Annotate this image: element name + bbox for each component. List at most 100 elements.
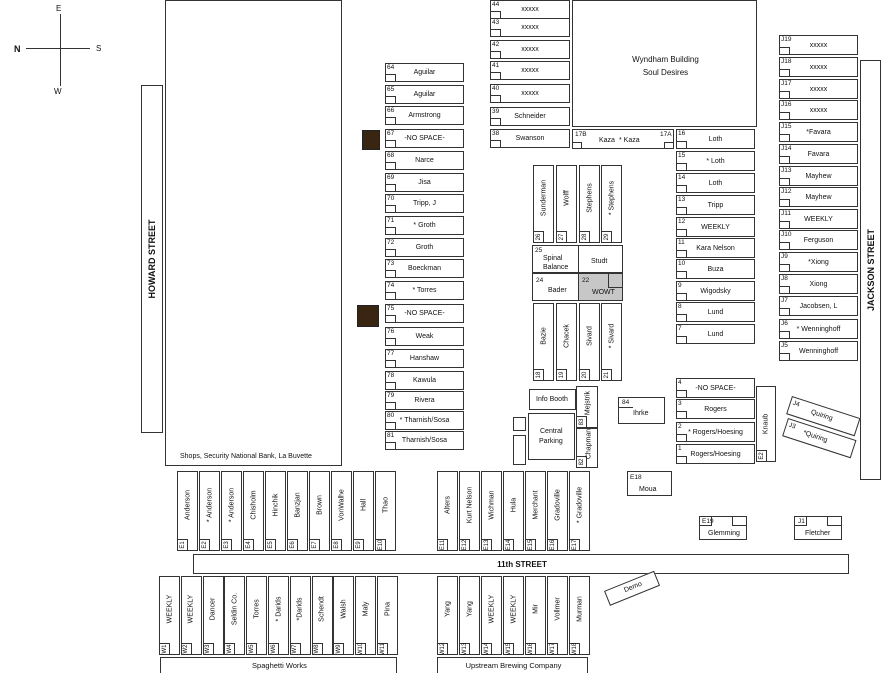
booth-j1[interactable]: J1 Fletcher: [794, 516, 842, 540]
booth-83[interactable]: Mejstrik 83: [576, 386, 598, 428]
booth-studt[interactable]: Studt: [578, 245, 623, 273]
info-booth[interactable]: Info Booth: [529, 389, 576, 410]
left-column-booth[interactable]: 75-NO SPACE-: [385, 304, 464, 323]
right-column-booth[interactable]: 15* Loth: [676, 151, 755, 171]
central-parking[interactable]: Central Parking: [528, 413, 575, 460]
booth-knaub[interactable]: Knaub E2: [756, 386, 776, 462]
j-column-booth[interactable]: J9*Xiong: [779, 252, 858, 272]
left-column-booth[interactable]: 74* Torres: [385, 281, 464, 300]
booth-e19[interactable]: E19 Glemming: [699, 516, 747, 540]
booth-22[interactable]: 22 WOWT: [578, 273, 623, 301]
demo-booth[interactable]: Demo: [604, 570, 661, 606]
booth-e18[interactable]: E18 Moua: [627, 471, 672, 496]
booth-82[interactable]: Chapman 82: [576, 428, 598, 468]
booth-24[interactable]: 24 Bader: [532, 273, 579, 301]
left-column-booth[interactable]: 67-NO SPACE-: [385, 129, 464, 148]
left-column-booth[interactable]: 80* Tharnish/Sosa: [385, 411, 464, 430]
w-left-booth[interactable]: Seldin Co.W4: [224, 576, 246, 655]
j-column-booth[interactable]: J6* Wenninghoff: [779, 319, 858, 339]
